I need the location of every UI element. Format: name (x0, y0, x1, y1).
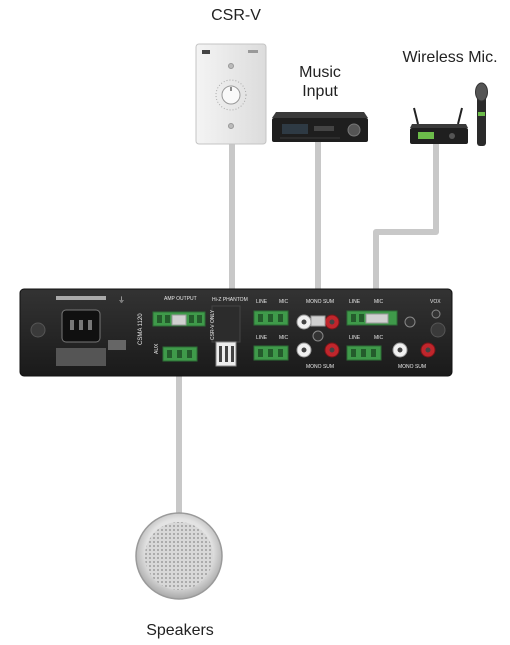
music-input-label-line2: Input (302, 83, 338, 100)
mono-sum-label-3: MONO SUM (398, 364, 426, 370)
screw-icon (228, 123, 234, 129)
antenna-icon (457, 107, 463, 125)
receiver-knob-icon (347, 123, 361, 137)
csr-only-label: CSR-V ONLY (210, 309, 216, 340)
music-input-label: Music Input (280, 63, 360, 101)
ground-icon: ⏚ (118, 296, 125, 304)
amp-output-label: AMP OUTPUT (164, 296, 197, 302)
cable-plugs (171, 313, 389, 327)
wireless-receiver (410, 107, 468, 144)
csr-v-label: CSR-V (211, 7, 261, 24)
rack-screw-icon (30, 322, 46, 338)
ch2-line-label: LINE (256, 335, 268, 341)
gain-knob-icon (312, 330, 324, 342)
handheld-mic (475, 82, 488, 146)
model-name: CSMA 1120 (138, 313, 144, 345)
speakers-label: Speakers (146, 622, 214, 639)
ch4-line-label: LINE (349, 335, 361, 341)
amplifier-rear-panel: ⏚ CSMA 1120 AMP OUTPUT AUX Hi-Z PHANTOM … (19, 288, 453, 377)
ch3-mic-label: MIC (374, 299, 384, 305)
mono-sum-label-2: MONO SUM (306, 364, 334, 370)
vox-knob-icon (431, 309, 441, 319)
volume-knob-icon (221, 85, 241, 105)
ch3-line-label: LINE (349, 299, 361, 305)
ch4-mic-label: MIC (374, 335, 384, 341)
ch1-mic-label: MIC (279, 299, 289, 305)
jbl-logo (202, 50, 210, 54)
wireless-mic-label: Wireless Mic. (402, 49, 498, 66)
rack-screw-icon (430, 322, 446, 338)
music-input-label-line1: Music (299, 64, 341, 81)
antenna-icon (413, 107, 419, 125)
hiz-phantom-label: Hi-Z PHANTOM (212, 297, 248, 303)
ch2-mic-label: MIC (279, 335, 289, 341)
cable-wireless-mic (373, 140, 439, 318)
ceiling-speaker (135, 512, 223, 600)
music-input-device (272, 112, 368, 142)
mono-sum-label-1: MONO SUM (306, 299, 334, 305)
screw-icon (228, 63, 234, 69)
speaker-grille-icon (145, 522, 213, 590)
csr-v-wall-plate (195, 43, 267, 145)
ch1-line-label: LINE (256, 299, 268, 305)
gain-knob-icon (404, 316, 416, 328)
vox-label: VOX (430, 299, 441, 305)
aux-label: AUX (154, 343, 160, 354)
